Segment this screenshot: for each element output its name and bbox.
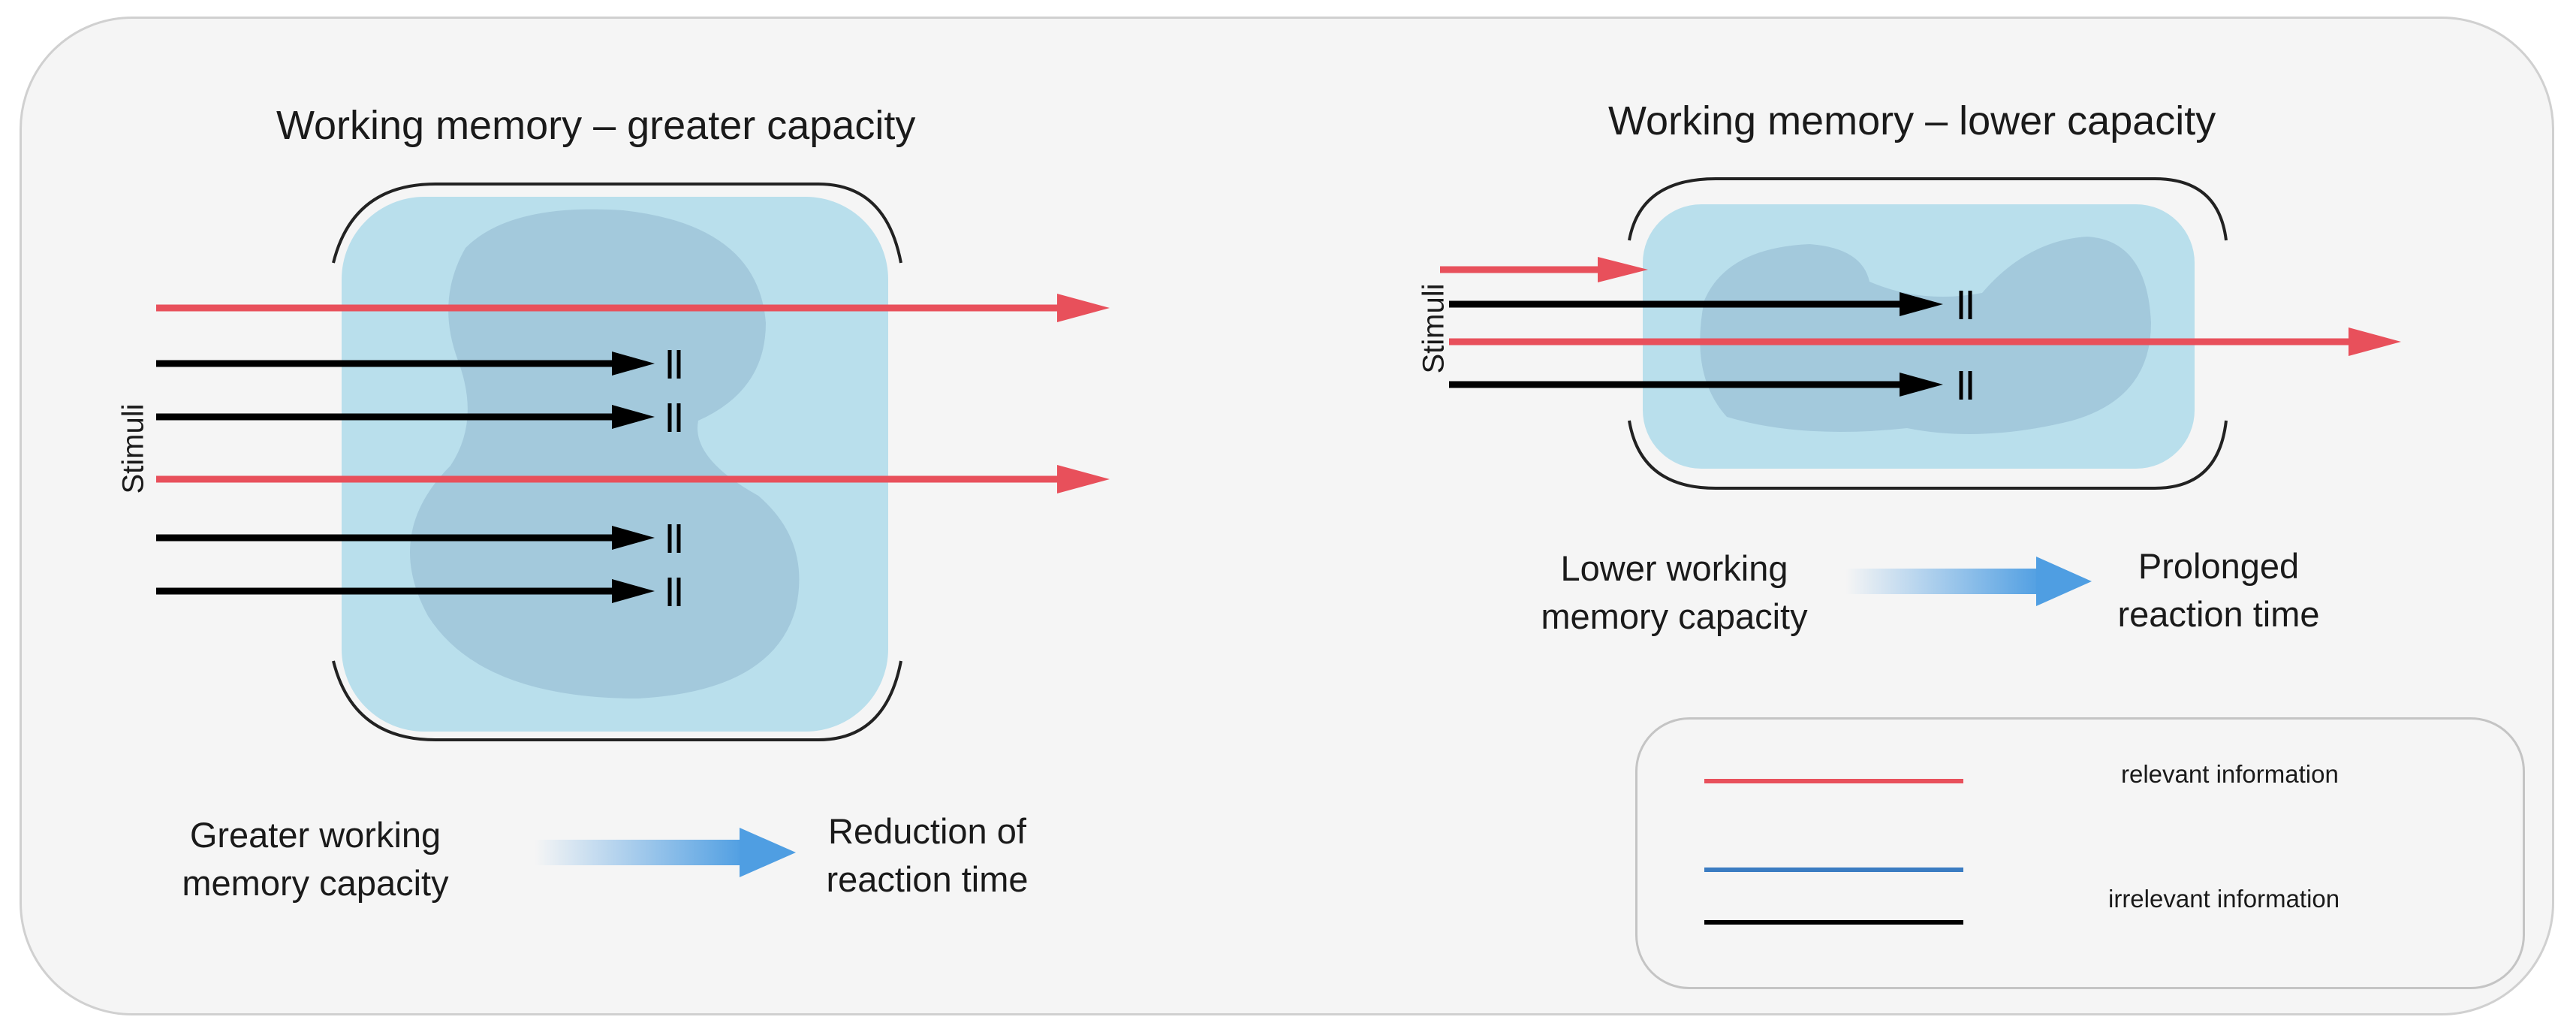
right-relevant-arrow-short: [1440, 257, 1648, 282]
right-bracket-top: [1628, 177, 2228, 241]
legend-relevant-label: relevant information: [2121, 760, 2339, 788]
left-irrelevant-arrow-2: [156, 403, 681, 432]
left-caption-effect: Reduction of reaction time: [826, 811, 1029, 899]
right-relevant-arrow-long: [1449, 327, 2401, 356]
right-gradient-arrow: [1845, 557, 2092, 606]
right-caption-cause: Lower working memory capacity: [1541, 548, 1808, 636]
legend-irrelevant-label: irrelevant information: [2108, 885, 2340, 913]
legend-box: [1635, 717, 2525, 989]
right-irrelevant-arrow-1: [1449, 291, 1972, 319]
right-stimuli-label: Stimuli: [1417, 283, 1451, 374]
left-panel-title: Working memory – greater capacity: [276, 103, 916, 148]
left-irrelevant-arrow-3: [156, 524, 681, 553]
left-caption-cause: Greater working memory capacity: [182, 815, 449, 903]
left-stimuli-label: Stimuli: [116, 403, 150, 494]
left-relevant-arrow-2: [156, 465, 1110, 493]
left-bracket-top: [332, 183, 902, 264]
left-irrelevant-arrow-4: [156, 578, 681, 606]
left-bracket-bottom: [332, 660, 902, 741]
left-memory-blob: [410, 209, 800, 699]
left-gradient-arrow: [535, 828, 796, 877]
left-relevant-arrow-1: [156, 294, 1110, 322]
right-panel-title: Working memory – lower capacity: [1608, 98, 2216, 143]
right-bracket-bottom: [1628, 420, 2228, 490]
right-caption-effect: Prolonged reaction time: [2117, 546, 2320, 634]
right-irrelevant-arrow-2: [1449, 371, 1972, 400]
left-irrelevant-arrow-1: [156, 350, 681, 379]
